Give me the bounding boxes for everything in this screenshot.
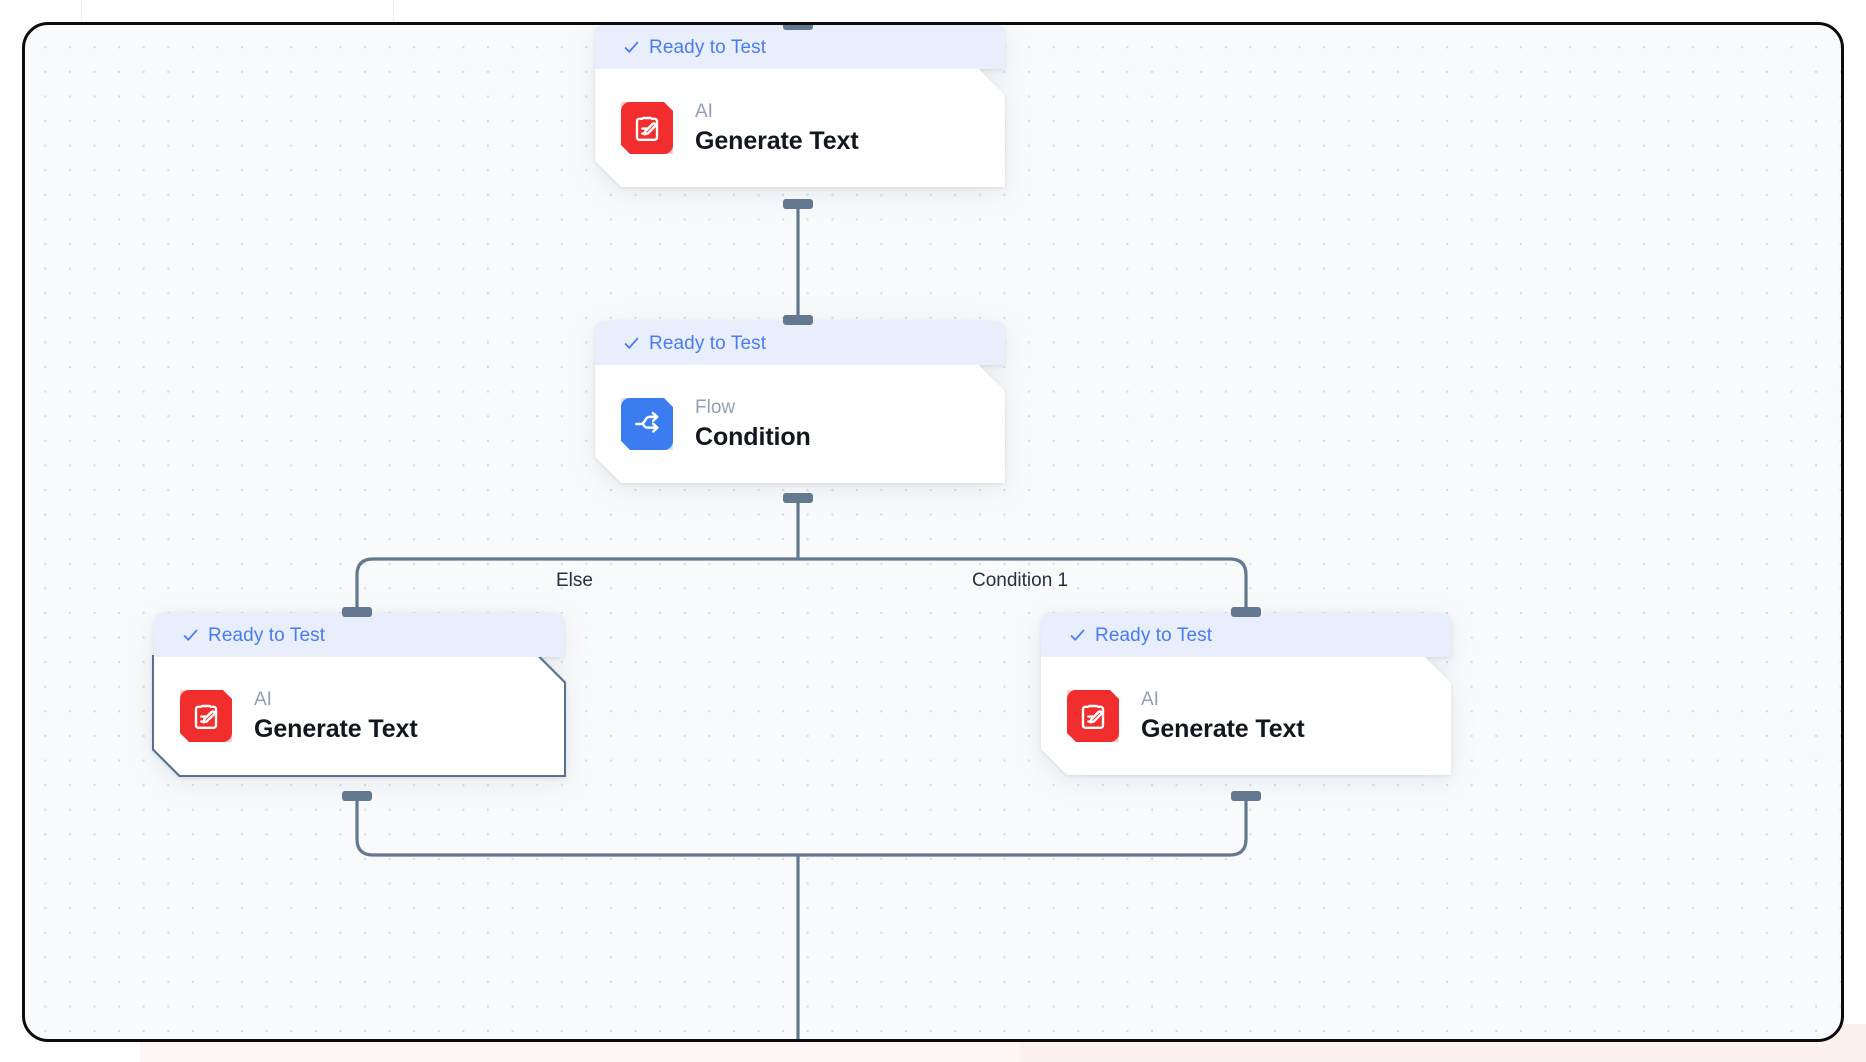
check-icon <box>1070 629 1085 641</box>
handle-condition-output[interactable] <box>783 493 813 503</box>
ai-clipboard-pencil-icon <box>1067 690 1119 742</box>
node-status-label: Ready to Test <box>1095 624 1213 646</box>
node-condition[interactable]: Ready to Test Flow Condition <box>595 321 1005 483</box>
node-status-label: Ready to Test <box>208 624 326 646</box>
node-title: Generate Text <box>254 714 418 743</box>
node-category: AI <box>1141 688 1159 710</box>
handle-condition1-node-output[interactable] <box>1231 791 1261 801</box>
node-category: Flow <box>695 396 736 418</box>
node-text: AI Generate Text <box>254 690 418 742</box>
edge-else-merge <box>355 799 800 857</box>
node-body[interactable]: Flow Condition <box>595 365 1005 483</box>
check-icon <box>183 629 198 641</box>
node-text: AI Generate Text <box>695 102 859 154</box>
node-status-bar: Ready to Test <box>595 25 1005 69</box>
node-generate-text-condition-1[interactable]: Ready to Test AI Generate Text <box>1041 613 1451 775</box>
node-status-bar: Ready to Test <box>1041 613 1451 657</box>
check-icon <box>624 337 639 349</box>
node-category: AI <box>695 100 713 122</box>
edge-label-condition-1: Condition 1 <box>972 570 1069 591</box>
node-title: Generate Text <box>695 126 859 155</box>
edge-label-else: Else <box>556 570 593 591</box>
handle-else-node-input[interactable] <box>342 607 372 617</box>
ai-clipboard-pencil-icon <box>621 102 673 154</box>
node-generate-text-else[interactable]: Ready to Test AI Generate Text <box>154 613 564 775</box>
node-text: Flow Condition <box>695 398 811 450</box>
handle-top-node-input[interactable] <box>783 25 813 30</box>
node-body[interactable]: AI Generate Text <box>1041 657 1451 775</box>
node-generate-text-top[interactable]: Ready to Test AI Generate Text <box>595 25 1005 187</box>
node-status-label: Ready to Test <box>649 332 767 354</box>
node-title: Generate Text <box>1141 714 1305 743</box>
handle-condition1-node-input[interactable] <box>1231 607 1261 617</box>
ai-clipboard-pencil-icon <box>180 690 232 742</box>
node-category: AI <box>254 688 272 710</box>
flow-branch-icon <box>621 398 673 450</box>
background-tab-divider <box>393 0 394 26</box>
node-status-bar: Ready to Test <box>154 613 564 657</box>
edge-condition1-merge <box>796 799 1248 857</box>
edge-branch-else <box>355 557 800 616</box>
check-icon <box>624 41 639 53</box>
workflow-edges <box>355 207 1248 1039</box>
workflow-canvas[interactable]: Else Condition 1 Ready to Test <box>22 22 1844 1042</box>
handle-top-node-output[interactable] <box>783 199 813 209</box>
node-text: AI Generate Text <box>1141 690 1305 742</box>
node-status-label: Ready to Test <box>649 36 767 58</box>
handle-else-node-output[interactable] <box>342 791 372 801</box>
handle-condition-input[interactable] <box>783 315 813 325</box>
node-title: Condition <box>695 422 811 451</box>
node-body[interactable]: AI Generate Text <box>154 657 564 775</box>
edge-branch-condition-1 <box>796 557 1248 616</box>
node-body[interactable]: AI Generate Text <box>595 69 1005 187</box>
node-status-bar: Ready to Test <box>595 321 1005 365</box>
